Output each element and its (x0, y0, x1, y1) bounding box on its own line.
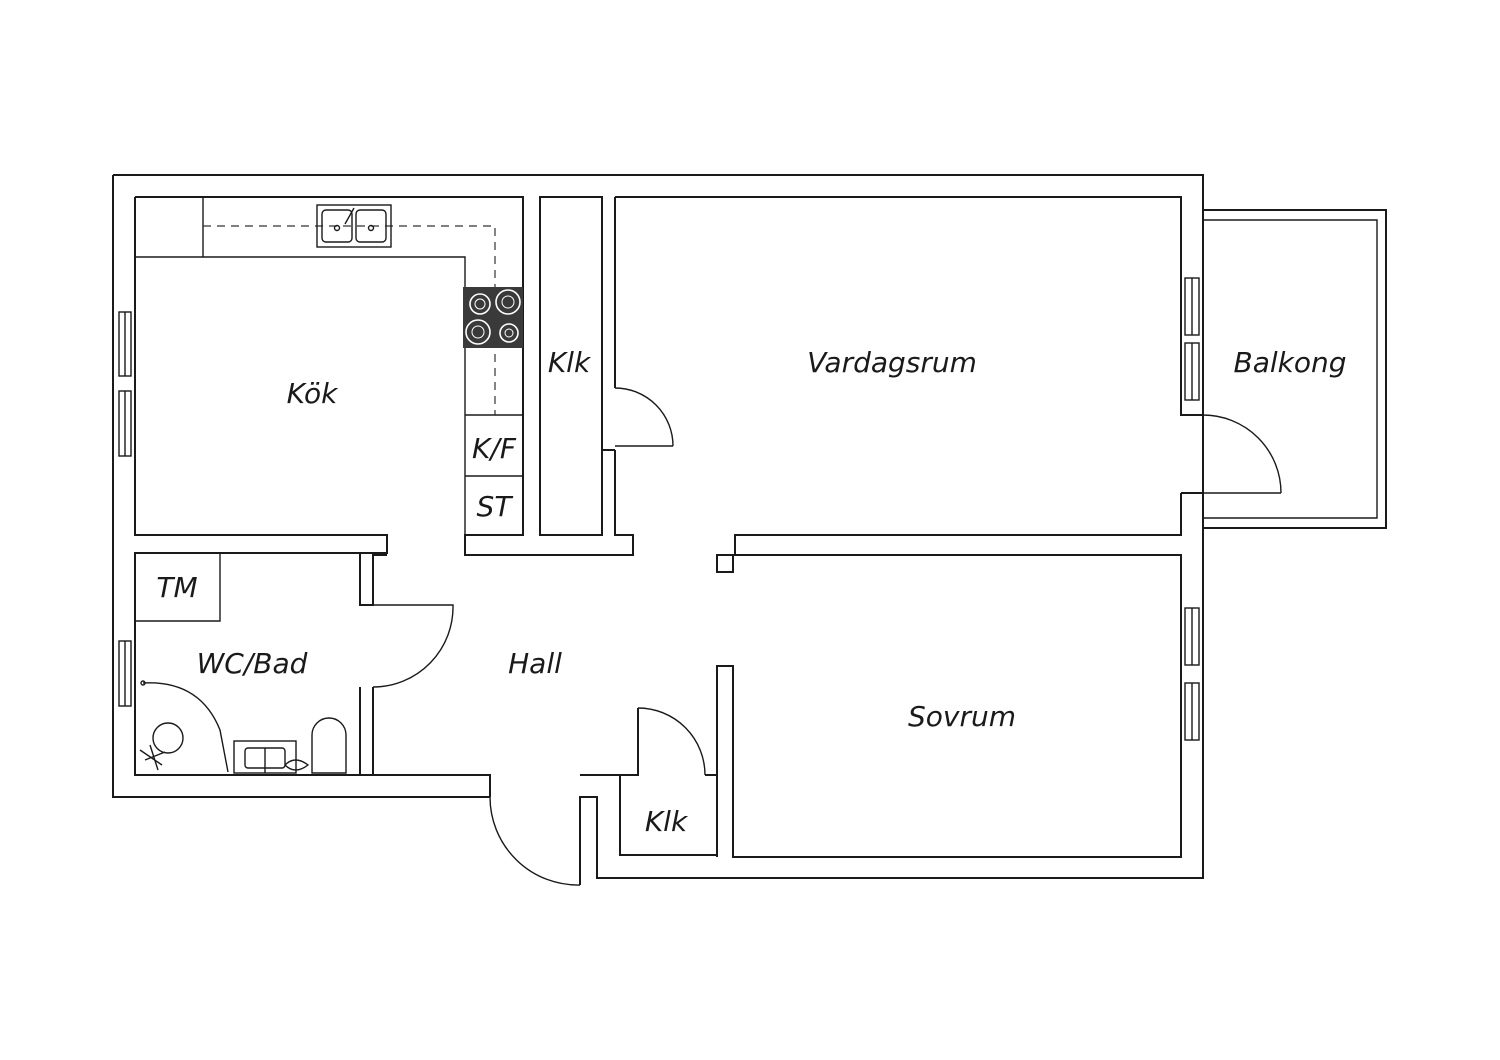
room-label-balkong: Balkong (1233, 346, 1346, 379)
bedroom-window-icon (1184, 607, 1200, 741)
living-room (615, 196, 1282, 573)
outer-walls (112, 174, 1204, 885)
kitchen (118, 196, 634, 556)
room-label-hall: Hall (508, 647, 562, 680)
living-window-icon (1184, 277, 1200, 401)
balcony (1203, 209, 1387, 529)
toilet-icon (284, 717, 347, 774)
sink-icon (316, 204, 392, 248)
room-label-st: ST (477, 490, 514, 523)
room-label-kf: K/F (472, 432, 517, 465)
closet-lower (580, 707, 718, 856)
room-label-vardagsrum: Vardagsrum (807, 346, 977, 379)
room-label-klk-upper: Klk (548, 346, 592, 379)
room-label-wc-bad: WC/Bad (197, 647, 308, 680)
bathroom-window-icon (118, 640, 132, 707)
room-label-kok: Kök (287, 377, 339, 410)
bedroom (716, 554, 1200, 858)
room-label-sovrum: Sovrum (908, 700, 1016, 733)
room-label-klk-lower: Klk (645, 805, 689, 838)
hall (373, 774, 581, 886)
shower-icon (139, 680, 229, 773)
room-label-tm: TM (156, 571, 197, 604)
closet-upper (539, 196, 674, 536)
stove-icon (463, 287, 523, 348)
kitchen-window-icon (118, 311, 132, 457)
washbasin-icon (233, 740, 297, 774)
bathroom (118, 552, 454, 776)
